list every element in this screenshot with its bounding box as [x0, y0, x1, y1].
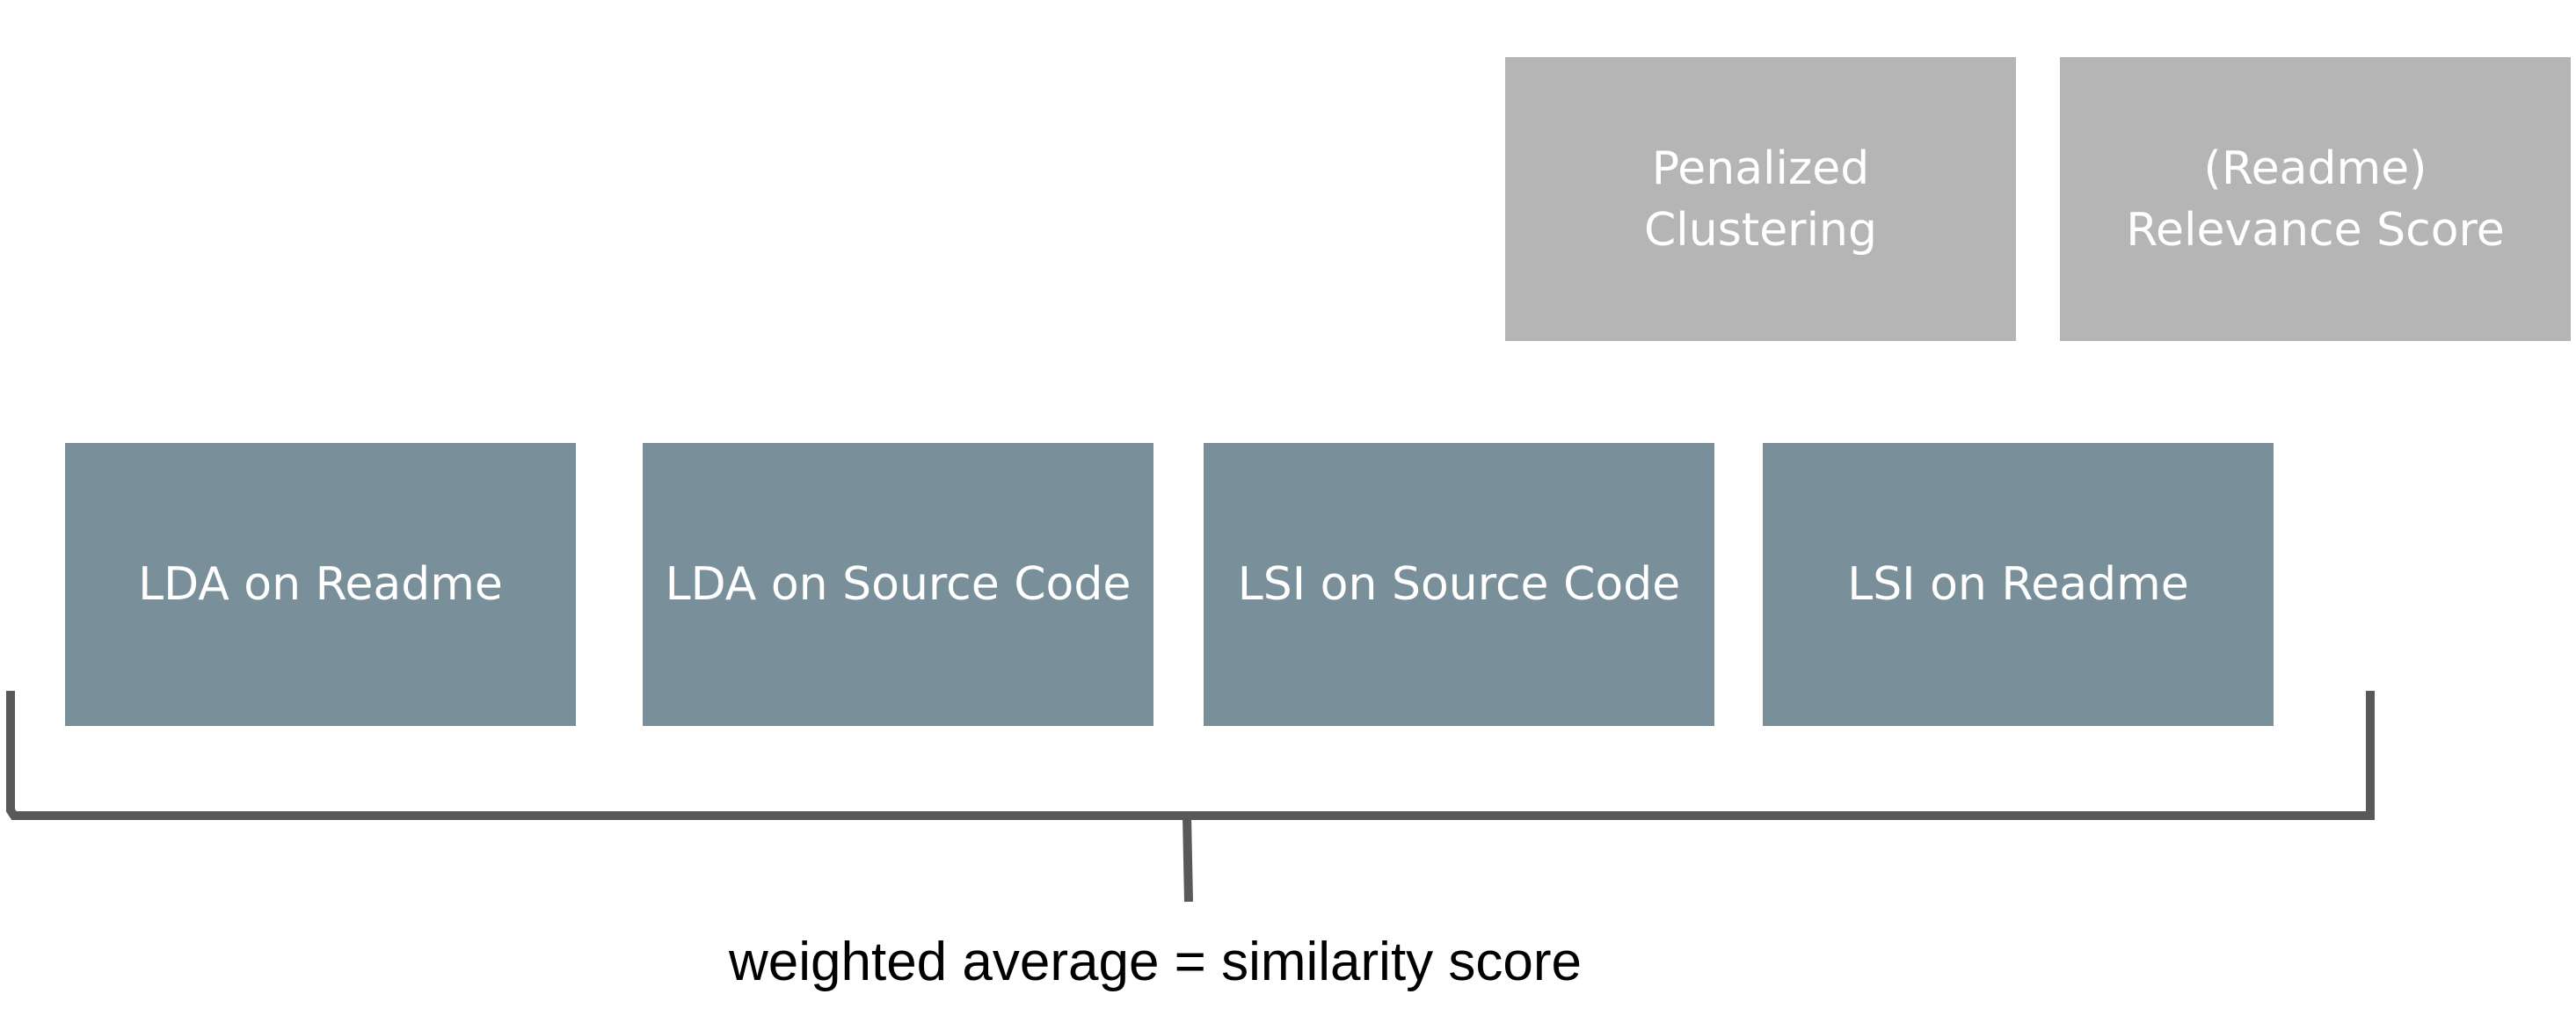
lsi-source-code-box: LSI on Source Code	[1204, 443, 1714, 726]
caption-text: weighted average = similarity score	[728, 932, 1583, 992]
lsi-source-code-label: LSI on Source Code	[1237, 558, 1681, 611]
lsi-readme-label: LSI on Readme	[1847, 558, 2189, 611]
penalized-clustering-label: Penalized Clustering	[1644, 142, 1877, 257]
relevance-score-label: (Readme) Relevance Score	[2126, 142, 2505, 257]
lda-source-code-box: LDA on Source Code	[643, 443, 1153, 726]
bracket-stem	[1182, 815, 1193, 903]
lda-readme-box: LDA on Readme	[65, 443, 576, 726]
lsi-readme-box: LSI on Readme	[1763, 443, 2274, 726]
penalized-clustering-box: Penalized Clustering	[1505, 57, 2016, 341]
lda-readme-label: LDA on Readme	[138, 558, 503, 611]
relevance-score-box: (Readme) Relevance Score	[2060, 57, 2571, 341]
bracket-outline	[6, 691, 2375, 820]
lda-source-code-label: LDA on Source Code	[665, 558, 1132, 611]
